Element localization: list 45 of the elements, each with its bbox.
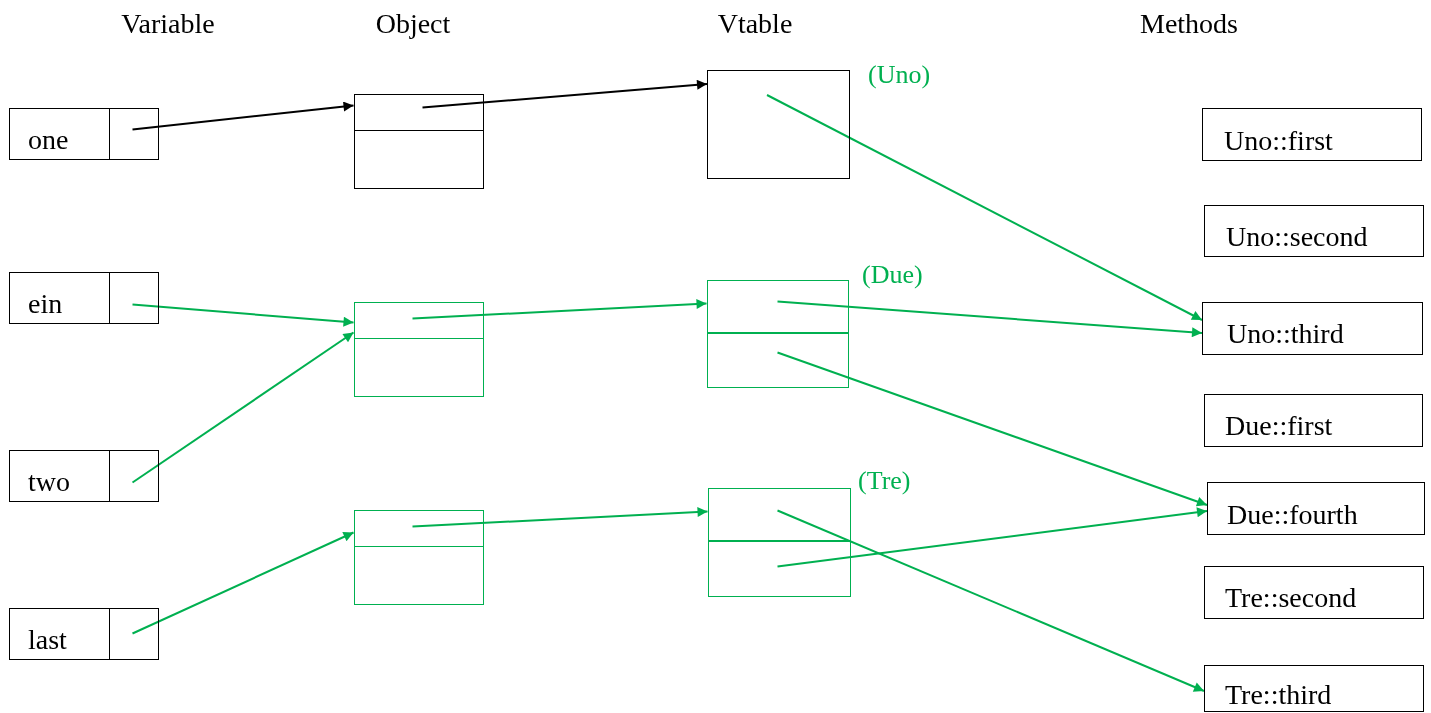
method-name: Uno::second — [1226, 223, 1368, 251]
method-name: Due::fourth — [1227, 501, 1358, 529]
method-box — [1207, 482, 1425, 535]
variable-box — [9, 608, 159, 660]
variable-box — [9, 272, 159, 324]
variable-name: last — [28, 626, 67, 654]
class-label: (Due) — [862, 262, 923, 288]
column-heading: Methods — [1140, 10, 1238, 38]
method-name: Tre::third — [1225, 681, 1332, 709]
arrow — [131, 303, 355, 327]
method-box — [1202, 302, 1423, 355]
class-label: (Tre) — [858, 468, 911, 494]
method-box — [1204, 205, 1424, 257]
vtable-box — [707, 70, 850, 179]
arrow — [776, 300, 1203, 338]
arrow — [776, 351, 1208, 507]
variable-name: ein — [28, 290, 63, 318]
method-name: Uno::first — [1224, 127, 1333, 155]
variable-box — [9, 108, 159, 160]
class-label: (Uno) — [868, 62, 931, 88]
arrow — [421, 79, 708, 109]
arrow — [766, 94, 1203, 321]
object-box — [354, 94, 484, 189]
arrow — [131, 331, 355, 484]
arrow — [411, 507, 709, 528]
method-box — [1204, 566, 1424, 619]
object-box — [354, 302, 484, 397]
method-box — [1204, 665, 1424, 712]
arrow — [131, 531, 355, 635]
column-heading: Vtable — [717, 10, 793, 38]
arrow — [776, 509, 1205, 692]
arrow — [776, 507, 1208, 568]
variable-box — [9, 450, 159, 502]
column-heading: Variable — [121, 10, 215, 38]
method-box — [1202, 108, 1422, 161]
method-name: Tre::second — [1225, 584, 1357, 612]
arrow — [131, 101, 355, 131]
variable-name: two — [28, 468, 70, 496]
object-box — [354, 510, 484, 605]
column-heading: Object — [375, 10, 451, 38]
method-name: Due::first — [1225, 412, 1333, 440]
arrow — [411, 299, 708, 320]
method-name: Uno::third — [1227, 320, 1344, 348]
variable-name: one — [28, 126, 69, 154]
method-box — [1204, 394, 1423, 447]
